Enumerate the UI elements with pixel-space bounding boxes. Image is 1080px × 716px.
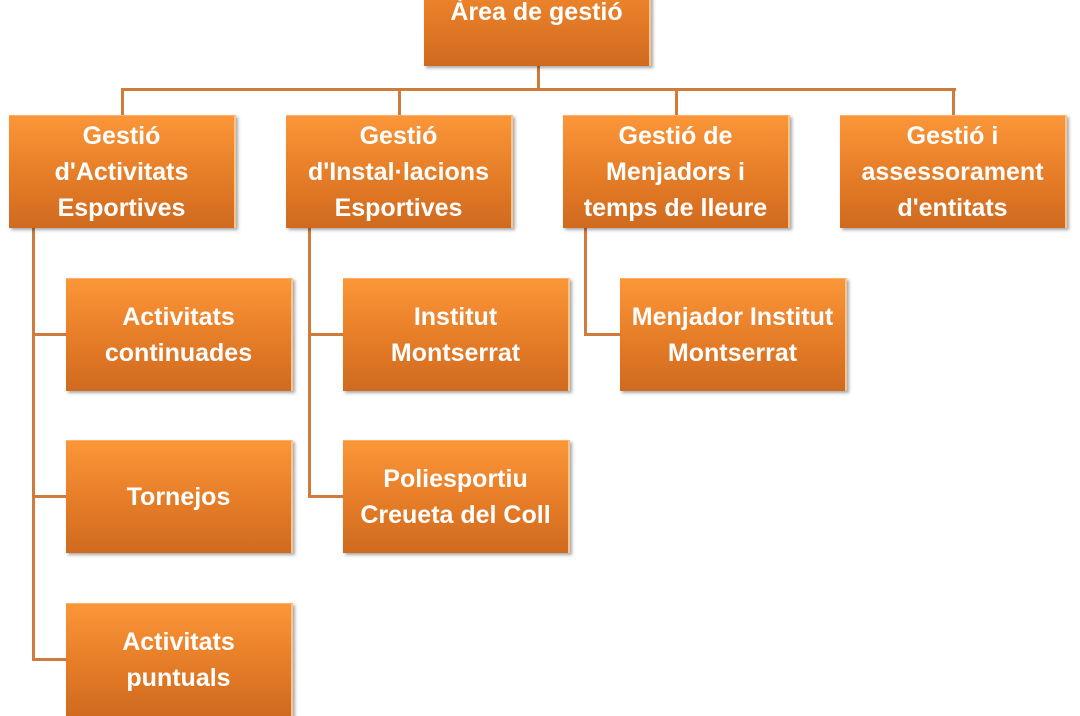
node-label: Poliesportiu Creueta del Coll <box>360 465 551 529</box>
connector <box>308 333 343 336</box>
dept-node-entitats: Gestió i assessorament d'entitats <box>840 115 1067 228</box>
connector <box>584 228 587 336</box>
connector <box>32 333 66 336</box>
connector <box>32 495 66 498</box>
dept-node-menjadors: Gestió de Menjadors i temps de lleure <box>563 115 790 228</box>
child-node: Activitats puntuals <box>66 603 293 716</box>
connector <box>584 333 620 336</box>
node-label: Gestió i assessorament d'entitats <box>861 122 1044 222</box>
connector <box>32 228 35 661</box>
dept-node-installacions: Gestió d'Instal·lacions Esportives <box>286 115 513 228</box>
node-label: Activitats continuades <box>104 303 253 367</box>
node-label: Activitats puntuals <box>122 628 235 692</box>
child-node: Activitats continuades <box>66 278 293 391</box>
connector <box>537 66 540 90</box>
child-node: Tornejos <box>66 440 293 553</box>
node-label: Tornejos <box>126 483 231 511</box>
connector <box>398 88 401 115</box>
connector <box>121 88 956 91</box>
node-label: Gestió d'Instal·lacions Esportives <box>308 122 489 222</box>
connector <box>308 495 343 498</box>
node-label: Gestió de Menjadors i temps de lleure <box>583 122 768 222</box>
connector <box>308 228 311 498</box>
child-node: Poliesportiu Creueta del Coll <box>343 440 570 553</box>
child-node: Institut Montserrat <box>343 278 570 391</box>
connector <box>121 88 124 115</box>
root-node: Àrea de gestió <box>424 0 651 66</box>
connector <box>675 88 678 115</box>
connector <box>952 88 955 115</box>
node-label: Menjador Institut Montserrat <box>631 303 834 367</box>
child-node: Menjador Institut Montserrat <box>620 278 847 391</box>
node-label: Àrea de gestió <box>450 0 623 26</box>
connector <box>32 658 66 661</box>
node-label: Gestió d'Activitats Esportives <box>54 122 189 222</box>
node-label: Institut Montserrat <box>390 303 521 367</box>
dept-node-activitats: Gestió d'Activitats Esportives <box>9 115 236 228</box>
